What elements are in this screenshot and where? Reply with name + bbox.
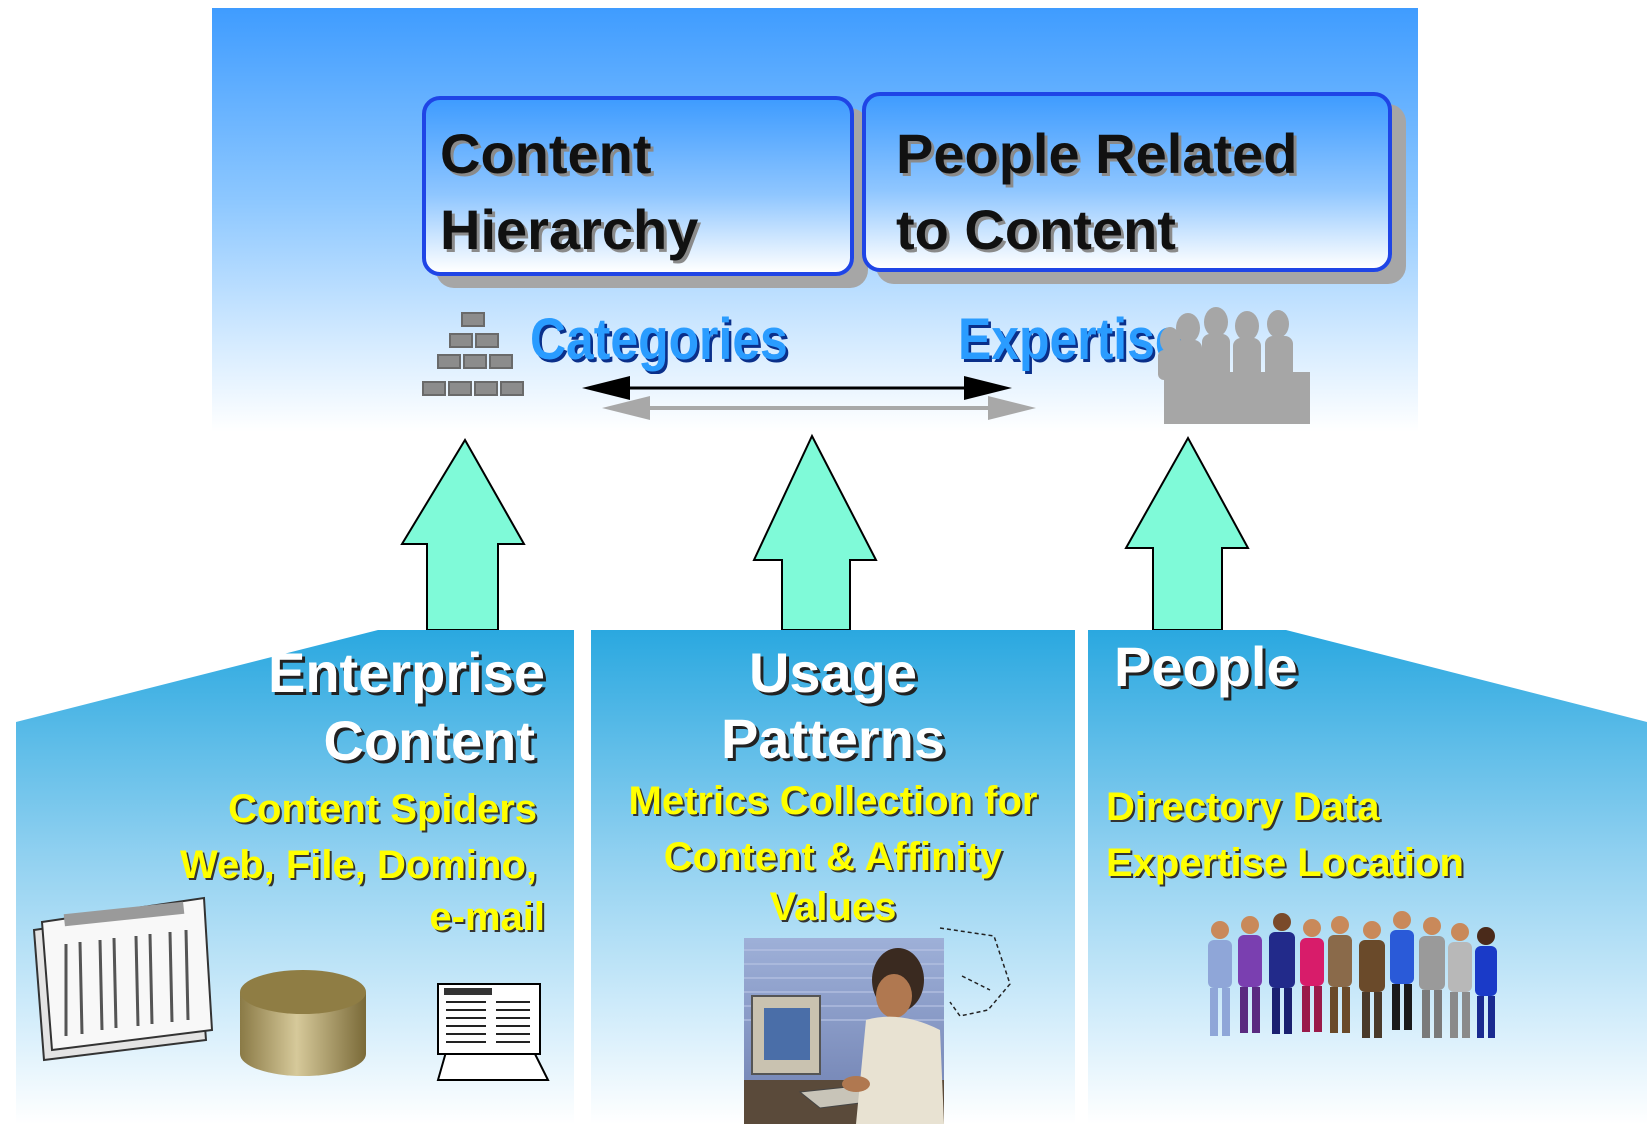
printed-report-icon (436, 983, 550, 1081)
org-chart-icon (422, 312, 524, 396)
database-cylinder-icon (240, 970, 366, 1076)
people-sub2: Expertise Location (1106, 841, 1464, 885)
enterprise-title-line1: Enterprise (268, 641, 545, 704)
newspaper-icon (32, 896, 214, 1062)
people-group-icon (1208, 911, 1497, 1038)
people-sub1: Directory Data (1106, 785, 1380, 829)
people-related-line2: to Content (896, 198, 1176, 261)
usage-title-line2: Patterns (720, 707, 946, 770)
up-arrow-usage (752, 433, 878, 631)
enterprise-sub3: e-mail (429, 895, 545, 939)
usage-title-line1: Usage (748, 641, 918, 704)
enterprise-title-line2: Content (323, 709, 535, 772)
content-hierarchy-line1: Content (440, 122, 652, 185)
categories-label: Categories (530, 307, 788, 372)
usage-sub2: Content & Affinity (663, 835, 1003, 879)
content-hierarchy-box: Content Hierarchy (422, 96, 854, 276)
people-related-line1: People Related (896, 122, 1298, 185)
up-arrow-people (1124, 435, 1250, 631)
person-at-computer-photo (744, 938, 944, 1124)
usage-sub3: Values (769, 885, 897, 929)
expertise-label: Expertise (958, 307, 1183, 372)
up-arrow-enterprise (400, 438, 526, 631)
content-hierarchy-line2: Hierarchy (440, 198, 699, 261)
enterprise-sub1: Content Spiders (228, 787, 537, 831)
people-related-box: People Related to Content (862, 92, 1392, 272)
usage-sub1: Metrics Collection for (628, 779, 1038, 823)
enterprise-sub2: Web, File, Domino, (179, 843, 537, 887)
sketch-outline-icon (939, 927, 1011, 1017)
crowd-silhouette-icon (1158, 307, 1310, 424)
people-title: People (1114, 635, 1298, 698)
bidirectional-arrow (582, 376, 1036, 420)
